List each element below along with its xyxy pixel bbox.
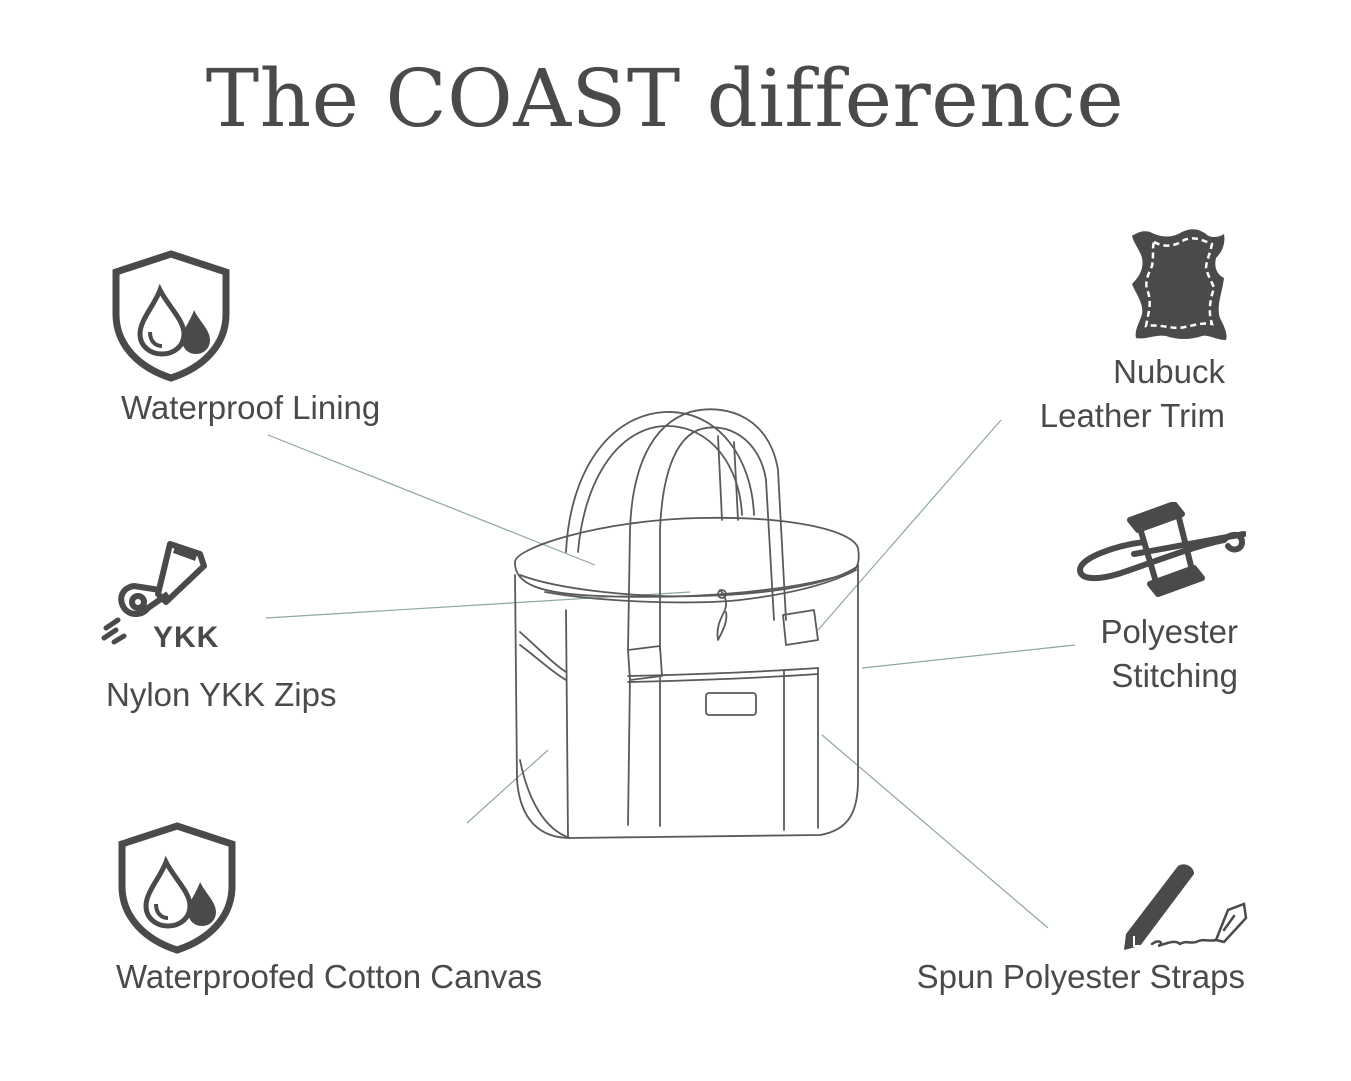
feature-label-line: Nylon YKK Zips [106, 676, 337, 713]
feature-label-line: Spun Polyester Straps [916, 958, 1245, 995]
feature-label-line: Stitching [1111, 657, 1238, 694]
shield-water-drops-icon [118, 822, 236, 954]
feature-label-line: Leather Trim [1039, 397, 1225, 434]
feature-label-line: Polyester [1100, 613, 1238, 650]
leader-line-lining [267, 434, 596, 566]
feature-label-nylon-ykk-zips: Nylon YKK Zips [106, 673, 336, 717]
leader-lines [265, 419, 1076, 929]
pen-signature-icon [1124, 864, 1248, 950]
leather-hide-icon [1132, 229, 1227, 340]
needle-thread-spool-icon [1077, 502, 1246, 597]
ykk-brand-text: YKK [153, 621, 220, 654]
feature-label-line: Nubuck [1113, 353, 1225, 390]
feature-label-polyester-stitching: Polyester Stitching [1100, 610, 1238, 698]
leader-line-stitching [861, 644, 1076, 669]
tote-bag-illustration [514, 408, 860, 839]
feature-label-line: Waterproofed Cotton Canvas [116, 958, 543, 995]
shield-water-drops-icon [112, 250, 230, 382]
feature-label-waterproof-lining: Waterproof Lining [121, 386, 380, 430]
feature-label-nubuck-leather-trim: Nubuck Leather Trim [1040, 350, 1225, 438]
zipper-pull-icon [101, 541, 207, 645]
leader-line-leather [817, 419, 1002, 631]
feature-label-waterproofed-cotton-canvas: Waterproofed Cotton Canvas [116, 955, 542, 999]
leader-line-straps [821, 734, 1049, 929]
feature-label-spun-polyester-straps: Spun Polyester Straps [917, 955, 1245, 999]
page-title: The COAST difference [205, 52, 1125, 145]
feature-label-line: Waterproof Lining [121, 389, 381, 426]
leader-line-canvas [466, 749, 549, 824]
